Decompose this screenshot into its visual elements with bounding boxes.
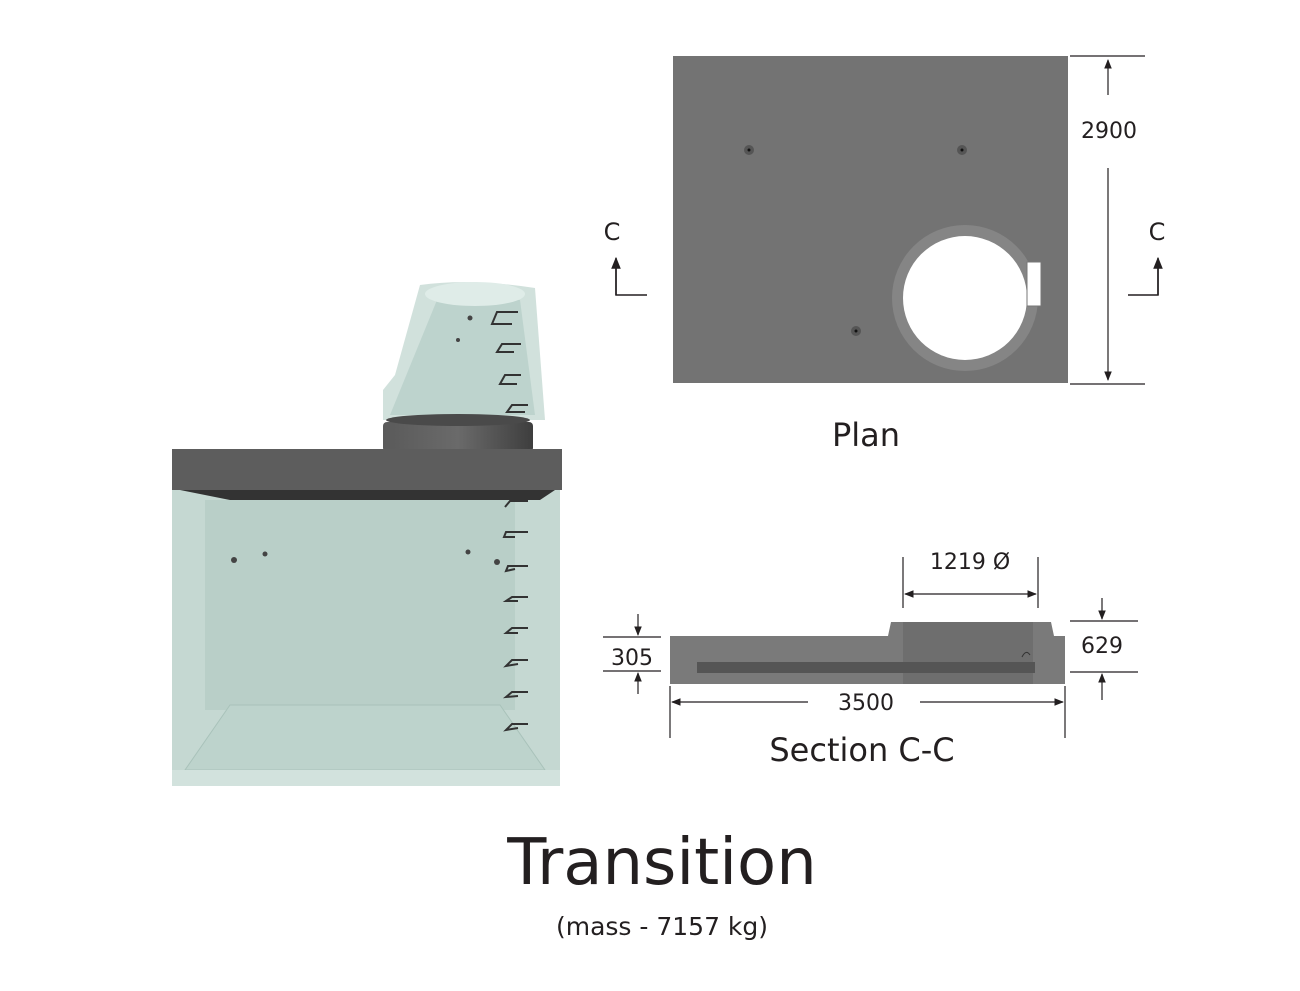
- section-view: [670, 622, 1065, 684]
- plan-height-dimension: [1070, 55, 1145, 385]
- slab-thickness-label: 305: [611, 646, 653, 671]
- product-title: Transition: [506, 826, 817, 900]
- plan-view: [673, 56, 1068, 383]
- section-mark-left-label: C: [604, 218, 621, 246]
- opening-diameter-label: 1219 Ø: [930, 550, 1010, 575]
- plan-height-label: 2900: [1081, 119, 1137, 144]
- section-mark-right-label: C: [1149, 218, 1166, 246]
- mass-label: (mass - 7157 kg): [556, 912, 768, 941]
- section-title: Section C-C: [769, 731, 954, 769]
- section-marker-left: [611, 256, 647, 296]
- plan-title: Plan: [832, 416, 900, 454]
- section-marker-right: [1128, 256, 1163, 296]
- length-label: 3500: [838, 691, 894, 716]
- total-height-label: 629: [1081, 634, 1123, 659]
- section-dimensions: [603, 557, 1138, 738]
- 3d-model-view: [172, 282, 562, 786]
